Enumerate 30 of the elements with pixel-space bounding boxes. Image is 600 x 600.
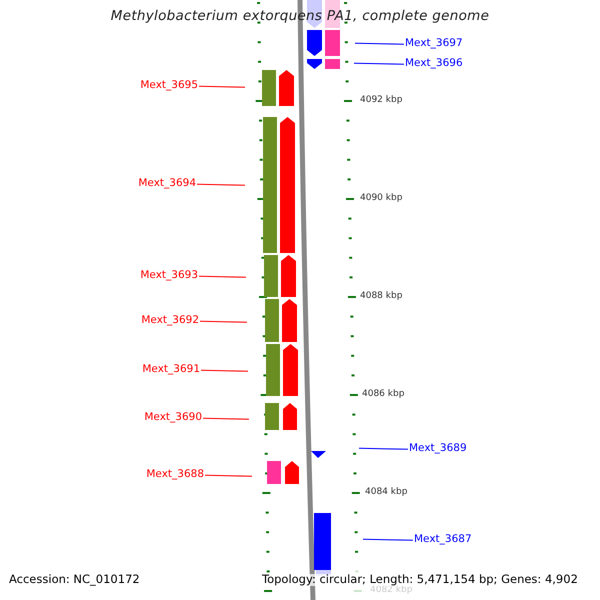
leader-line [200, 320, 248, 323]
gene-label: Mext_3693 [140, 270, 198, 280]
leader-line [198, 86, 246, 88]
leader-line [202, 418, 250, 420]
leader-line [354, 42, 404, 45]
leader-line [196, 184, 246, 186]
gene-label: Mext_3696 [405, 58, 463, 68]
gene-label: Mext_3690 [144, 412, 202, 422]
scale-label: 4088 kbp [360, 292, 402, 301]
gene-label: Mext_3691 [142, 364, 200, 374]
gene-label: Mext_3694 [138, 178, 196, 188]
leader-line [354, 62, 404, 65]
gene-label: Mext_3692 [141, 315, 199, 326]
scale-label: 4084 kbp [365, 488, 408, 497]
gene-label: Mext_3695 [140, 80, 198, 90]
leader-line [358, 448, 408, 450]
scale-label: 4086 kbp [362, 390, 404, 399]
leader-line [204, 474, 252, 477]
map-info: Topology: circular; Length: 5,471,154 bp; Genes: 4,902 [262, 574, 578, 586]
gene-label: Mext_3689 [409, 443, 467, 454]
map-title: Methylobacterium extorquens PA1, complete genome [110, 10, 490, 24]
leader-line [200, 370, 248, 372]
gene-label: Mext_3688 [146, 469, 204, 480]
gene-label: Mext_3687 [414, 534, 472, 544]
leader-line [362, 538, 414, 541]
map-info: Accession: NC_010172 [9, 574, 140, 586]
gene-label: Mext_3697 [405, 38, 463, 48]
scale-label: 4090 kbp [360, 194, 402, 203]
scale-label: 4092 kbp [360, 96, 402, 105]
leader-line [198, 276, 246, 278]
